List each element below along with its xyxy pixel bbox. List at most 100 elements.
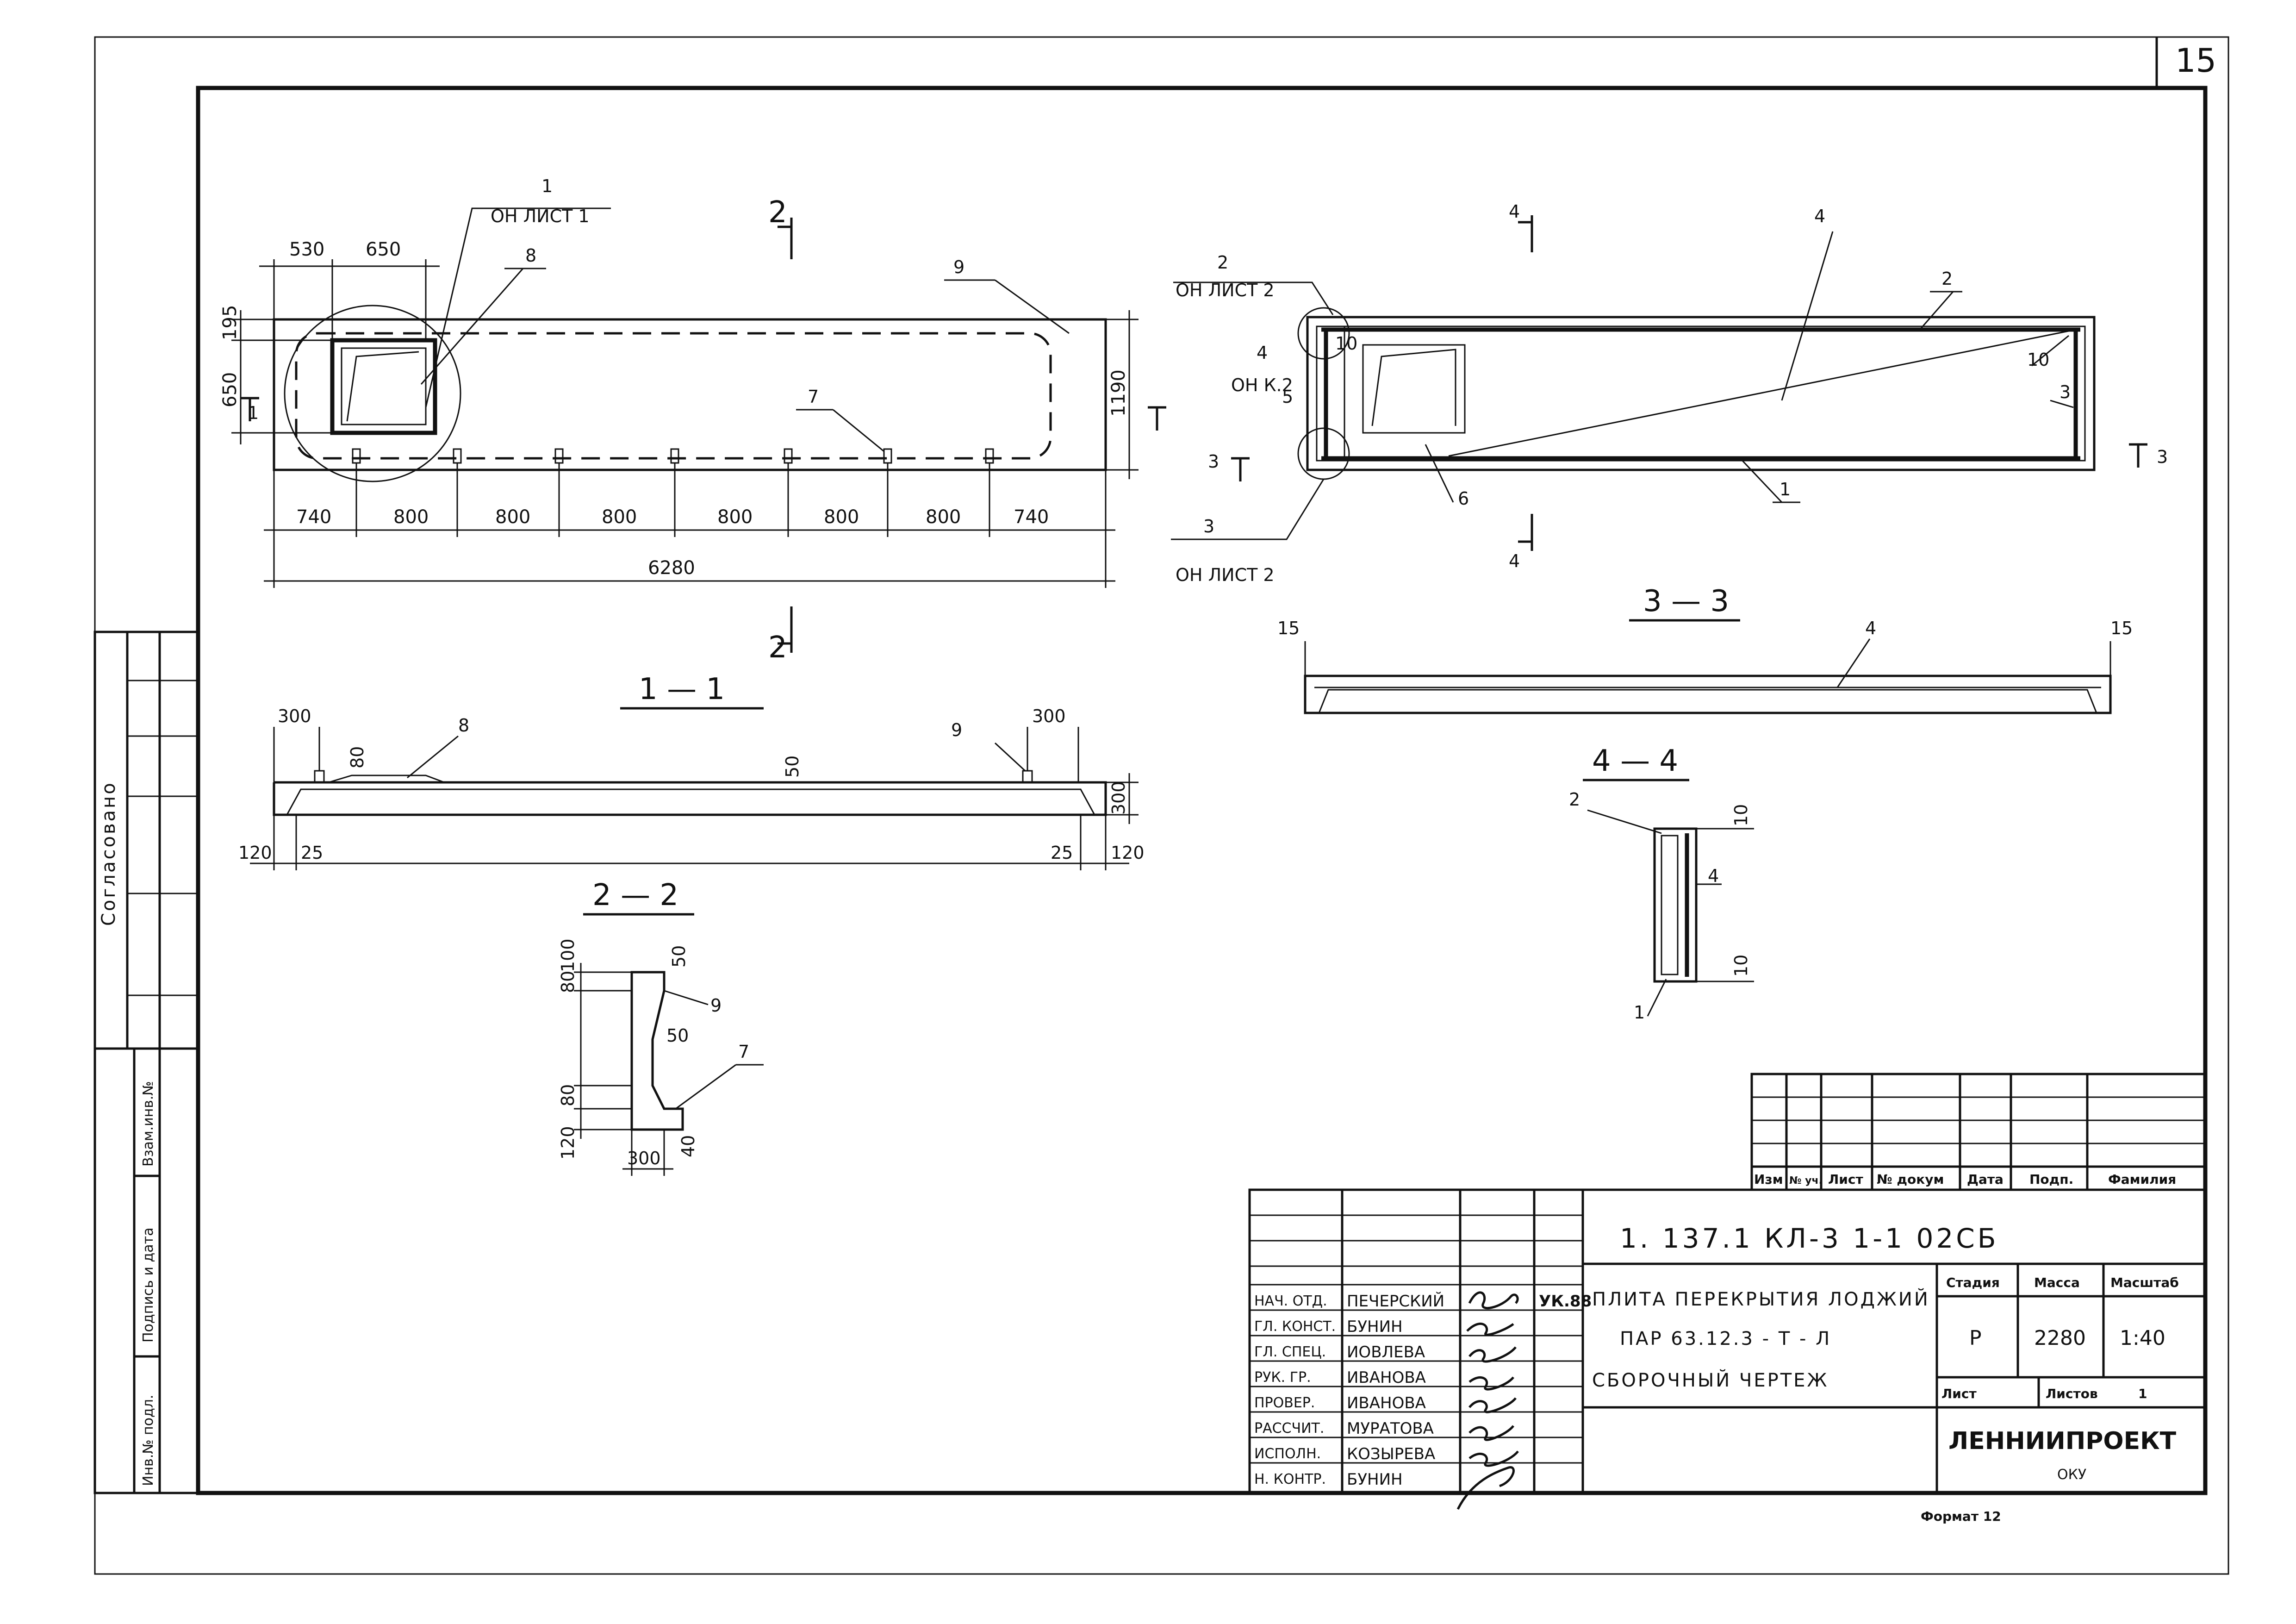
sec22-dim-50-top: 50 bbox=[669, 945, 689, 968]
sec11-dim-120-left: 120 bbox=[238, 843, 272, 863]
section-2-2: 2 — 2 80 100 80 120 50 50 40 300 9 7 bbox=[558, 878, 764, 1176]
sec22-dim-40: 40 bbox=[678, 1135, 698, 1157]
rev-header-dokum: № докум bbox=[1877, 1172, 1944, 1187]
outer-frame bbox=[94, 36, 2229, 1575]
plan-dim-195: 195 bbox=[219, 305, 241, 340]
name-bunin-2: БУНИН bbox=[1347, 1470, 1403, 1489]
rev-header-list: Лист bbox=[1828, 1172, 1863, 1187]
sec11-title: 1 — 1 bbox=[639, 672, 725, 706]
plan-dim-650-left: 650 bbox=[219, 372, 241, 407]
sec22-dim-120: 120 bbox=[558, 1126, 578, 1160]
sheet-number: 15 bbox=[2175, 42, 2216, 80]
opening-inner bbox=[341, 347, 427, 425]
plan2-callout-3: 3 bbox=[1203, 516, 1214, 537]
handwritten-signatures bbox=[1456, 1291, 1519, 1510]
role-rasschit: РАССЧИТ. bbox=[1254, 1420, 1324, 1437]
doc-title-line2: ПАР 63.12.3 - Т - Л bbox=[1620, 1328, 1831, 1349]
title-block: Изм № уч. Лист № докум Дата Подп. Фамили… bbox=[1248, 1073, 2207, 1524]
plan2-callout-10a: 10 bbox=[1335, 333, 1357, 354]
plan2-callout-2-note: ОН ЛИСТ 2 bbox=[1176, 280, 1275, 300]
sec11-callout-8: 8 bbox=[458, 715, 469, 736]
sec22-dim-100: 100 bbox=[558, 938, 578, 972]
plan2-section-4-bottom: 4 bbox=[1509, 551, 1520, 571]
sec44-dim-10-top: 10 bbox=[1731, 804, 1751, 826]
diagonal-rebar bbox=[1448, 330, 2069, 457]
name-ivanova-2: ИВАНОВА bbox=[1347, 1394, 1426, 1412]
plan2-section-3-right: 3 bbox=[2157, 447, 2168, 467]
section-3-3: 3 — 3 15 15 4 bbox=[1277, 584, 2133, 714]
plan-dim-800-3: 800 bbox=[602, 506, 637, 528]
role-ruk-gr: РУК. ГР. bbox=[1254, 1369, 1311, 1386]
role-prover: ПРОВЕР. bbox=[1254, 1395, 1315, 1411]
plan-dim-800-5: 800 bbox=[824, 506, 859, 528]
name-bunin-1: БУНИН bbox=[1347, 1318, 1403, 1336]
role-ispoln: ИСПОЛН. bbox=[1254, 1446, 1321, 1462]
slab-outline bbox=[273, 318, 1107, 471]
section-4-4: 4 — 4 10 10 4 2 1 bbox=[1569, 744, 1754, 1023]
org-dept: ОКУ bbox=[2057, 1467, 2086, 1483]
plan2-callout-4: 4 bbox=[1814, 206, 1825, 226]
plan2-section-4-top: 4 bbox=[1509, 201, 1520, 222]
plan-dim-530: 530 bbox=[289, 239, 324, 260]
sec33-dim-15-left: 15 bbox=[1277, 618, 1300, 638]
plan-section-2-top: 2 bbox=[768, 195, 787, 230]
role-nach-otd: НАЧ. ОТД. bbox=[1254, 1293, 1327, 1309]
side-cell-podpis: Подпись и дата bbox=[140, 1228, 156, 1343]
mass-value: 2280 bbox=[2034, 1326, 2086, 1350]
sec44-callout-1: 1 bbox=[1634, 1002, 1645, 1023]
name-ivanova-1: ИВАНОВА bbox=[1347, 1368, 1426, 1387]
sheets-value: 1 bbox=[2138, 1386, 2147, 1401]
plan-callout-8: 8 bbox=[525, 245, 536, 266]
plan-callout-1: 1 bbox=[541, 176, 553, 196]
lifting-loops bbox=[352, 448, 994, 464]
doc-title-line1: ПЛИТА ПЕРЕКРЫТИЯ ЛОДЖИЙ bbox=[1592, 1288, 1930, 1310]
plan2-callout-3b: 3 bbox=[2060, 382, 2071, 402]
slab-rebar-contour bbox=[295, 332, 1052, 460]
sec22-dim-80-bottom: 80 bbox=[558, 1084, 578, 1106]
name-kozyreva: КОЗЫРЕВА bbox=[1347, 1445, 1435, 1463]
role-gl-spec: ГЛ. СПЕЦ. bbox=[1254, 1344, 1326, 1360]
sec44-title: 4 — 4 bbox=[1592, 744, 1678, 778]
name-iovleva: ИОВЛЕВА bbox=[1347, 1343, 1425, 1362]
plan2-callout-2: 2 bbox=[1217, 252, 1228, 273]
rev-header-podp: Подп. bbox=[2029, 1172, 2073, 1187]
scale-label: Масштаб bbox=[2110, 1275, 2179, 1290]
sheets-label: Листов bbox=[2046, 1386, 2098, 1401]
plan2-callout-2b: 2 bbox=[1941, 269, 1953, 289]
format-label: Формат 12 bbox=[1921, 1509, 2001, 1524]
sec22-callout-7: 7 bbox=[738, 1042, 749, 1062]
stage-value: Р bbox=[1969, 1326, 1982, 1350]
sec11-dim-300-left: 300 bbox=[278, 706, 311, 726]
designation-code: 1. 137.1 КЛ-3 1-1 02СБ bbox=[1620, 1223, 1999, 1254]
plan2-callout-4k-note: ОН К.2 bbox=[1231, 375, 1293, 395]
sec11-dim-h300: 300 bbox=[1108, 781, 1129, 815]
sec11-dim-80: 80 bbox=[347, 746, 367, 768]
plan-dim-740-right: 740 bbox=[1014, 506, 1049, 528]
sec44-dim-4: 4 bbox=[1708, 866, 1719, 886]
sheet-label: Лист bbox=[1941, 1386, 1977, 1401]
side-stamp: Согласовано Взам.инв.№ Подпись и дата Ин… bbox=[93, 631, 199, 1494]
sec33-dim-15-right: 15 bbox=[2110, 618, 2133, 638]
stage-label: Стадия bbox=[1946, 1275, 2000, 1290]
plan-dim-800-6: 800 bbox=[926, 506, 961, 528]
plan-section-2-bottom: 2 bbox=[768, 631, 787, 665]
plan-dim-800-2: 800 bbox=[495, 506, 530, 528]
side-cell-inv: Инв.№ подл. bbox=[140, 1395, 156, 1486]
role-n-kontr: Н. КОНТР. bbox=[1254, 1471, 1326, 1487]
sec22-callout-9: 9 bbox=[710, 995, 722, 1016]
plan-dim-800-4: 800 bbox=[717, 506, 753, 528]
plan2-callout-4k: 4 bbox=[1257, 343, 1268, 363]
sec11-dim-50: 50 bbox=[782, 756, 803, 778]
role-gl-konst: ГЛ. КОНСТ. bbox=[1254, 1318, 1336, 1335]
plan-dim-800-1: 800 bbox=[393, 506, 429, 528]
plan-dim-6280: 6280 bbox=[648, 557, 695, 579]
plan2-callout-1: 1 bbox=[1780, 479, 1791, 500]
name-muratova: МУРАТОВА bbox=[1347, 1419, 1434, 1438]
plan2-callout-10b: 10 bbox=[2027, 350, 2049, 370]
plan-callout-9: 9 bbox=[953, 257, 964, 277]
reinforcement-plan: 2 ОН ЛИСТ 2 3 ОН ЛИСТ 2 4 2 10 10 3 1 6 … bbox=[1171, 201, 2168, 585]
sec33-callout-4: 4 bbox=[1865, 618, 1876, 638]
approval-mark: УК.88 bbox=[1539, 1292, 1592, 1311]
plan-view: 530 650 195 650 1190 740 800 800 800 800… bbox=[219, 176, 1166, 665]
